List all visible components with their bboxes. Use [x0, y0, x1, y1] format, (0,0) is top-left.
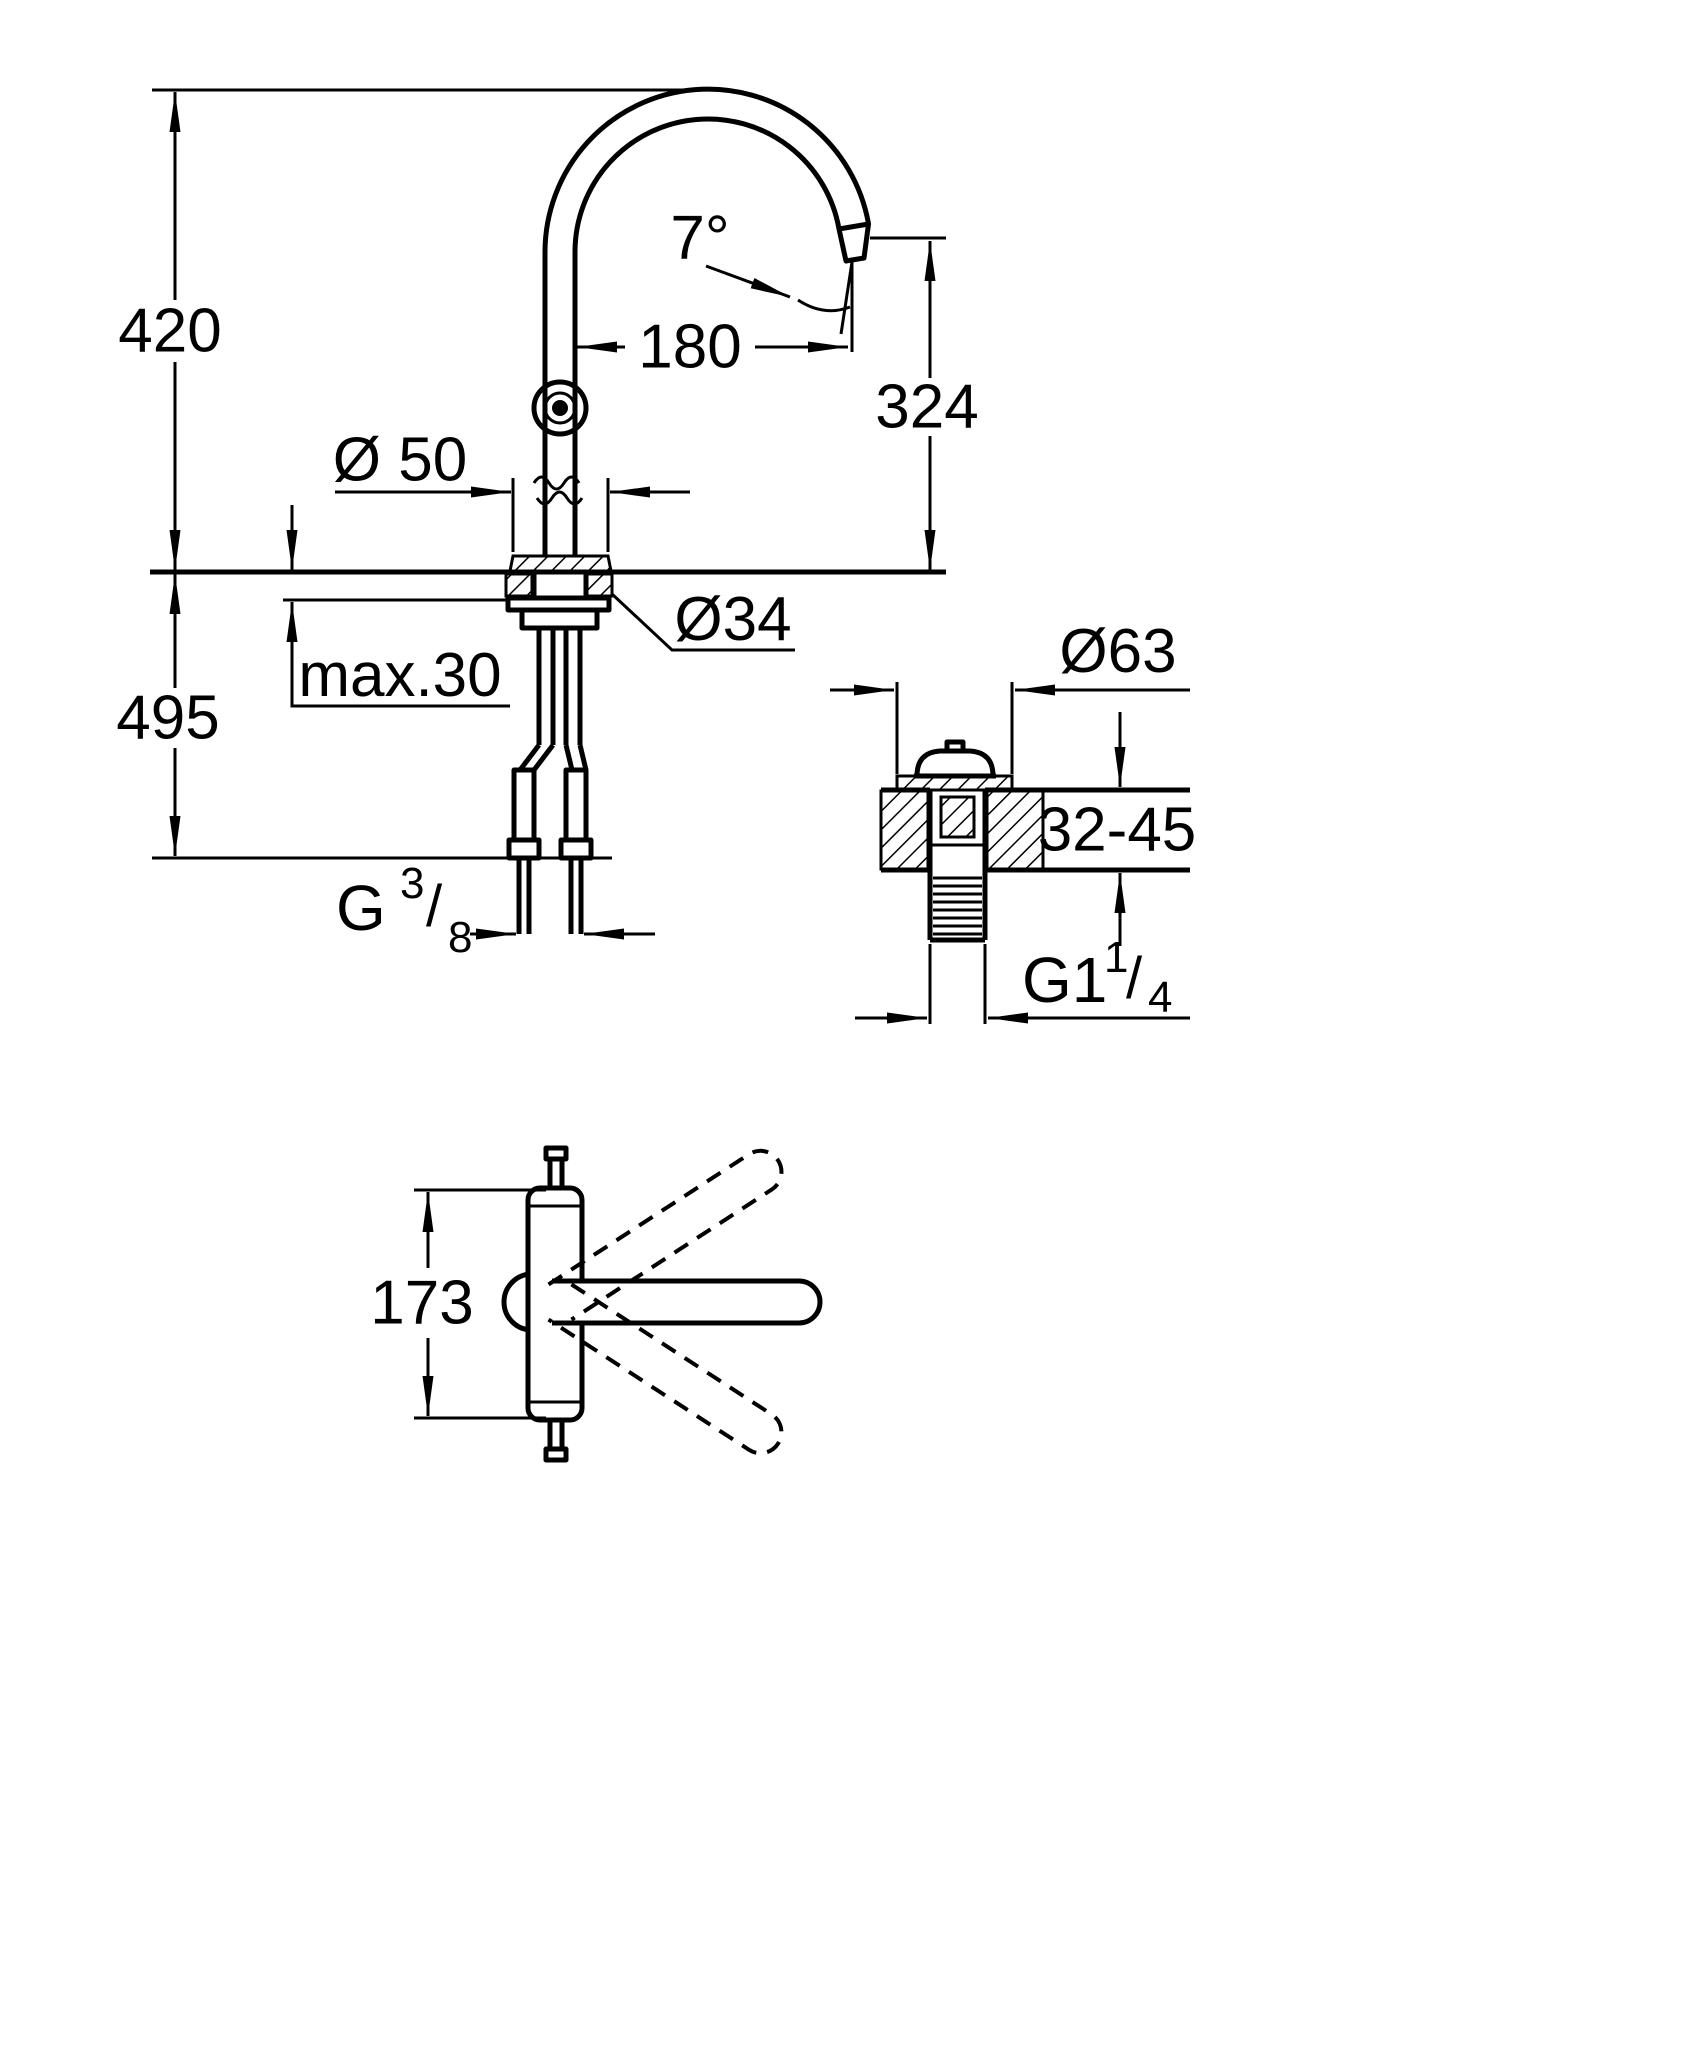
- base-flange-section: [508, 554, 613, 573]
- dim-3245-label: 32-45: [1038, 796, 1197, 865]
- dim-angle-label: 7°: [670, 204, 729, 273]
- spout-inner-arc: [572, 116, 842, 253]
- drain-thread-lines: [933, 876, 982, 936]
- dim-max30-lower-leader: [286, 602, 510, 708]
- handle-top-view: 173: [370, 1145, 823, 1463]
- supply-thread-denominator: 8: [448, 913, 472, 962]
- dim-180-label: 180: [638, 313, 741, 382]
- dimensions-side-view: 420 495 324 180 7° Ø 50 Ø34 max.30 G 3 /: [116, 88, 979, 962]
- drain-cap-dome: [914, 748, 996, 777]
- top-stem: [543, 1145, 569, 1188]
- dim-drain-thread-label: G1 1 / 4: [1022, 933, 1172, 1022]
- dim-base-dia-label: Ø 50: [333, 426, 467, 495]
- dim-173-label: 173: [370, 1269, 473, 1338]
- bottom-stem: [543, 1420, 569, 1463]
- dim-324-label: 324: [875, 373, 978, 442]
- pipe-break-wave-lower: [535, 490, 584, 506]
- pipe-break-wave-upper: [532, 475, 581, 491]
- dim-d63-label: Ø63: [1059, 617, 1176, 686]
- faucet-side-view: [150, 86, 946, 934]
- knob-center-dot: [552, 400, 568, 416]
- drain-cap-button: [944, 739, 966, 754]
- supply-hose-right: [558, 628, 594, 934]
- mounting-nut: [519, 607, 600, 631]
- drain-deck-left-section: [879, 789, 930, 871]
- supply-thread-g: G: [336, 872, 386, 944]
- lever-swing-upper: [547, 1148, 784, 1322]
- deck-section-right-of-hole: [584, 572, 614, 598]
- lever-solid: [552, 1278, 823, 1326]
- dim-d34-label: Ø34: [674, 585, 791, 654]
- dim-420-label: 420: [118, 297, 221, 366]
- drain-deck-right-section: [985, 789, 1045, 871]
- stream-angle-line: [839, 261, 854, 335]
- deck-section-left-of-hole: [504, 572, 534, 598]
- supply-thread-slash: /: [426, 874, 443, 939]
- angle-arc: [797, 298, 851, 313]
- knob-mid-ring: [543, 391, 577, 425]
- drain-thread-denominator: 4: [1148, 973, 1172, 1022]
- dim-495-label: 495: [116, 684, 219, 753]
- dim-max30-label: max.30: [298, 641, 501, 710]
- drain-thread-slash: /: [1126, 946, 1143, 1011]
- lever-swing-lower: [547, 1282, 784, 1456]
- spout-mousseur: [836, 221, 871, 264]
- dim-supply-thread-label: G 3 / 8: [336, 859, 472, 962]
- drain-thread-g: G1: [1022, 944, 1107, 1016]
- drain-inner-mechanism: [939, 795, 976, 839]
- supply-hose-left: [506, 628, 556, 934]
- dim-angle-leader: [705, 264, 791, 299]
- knob-outer-ring: [531, 379, 589, 437]
- drain-assembly-view: Ø63 32-45 G1 1 / 4: [830, 617, 1196, 1024]
- supply-thread-numerator: 3: [400, 859, 424, 908]
- drain-thread-numerator: 1: [1104, 933, 1128, 982]
- dim-d34-leader: [610, 592, 795, 652]
